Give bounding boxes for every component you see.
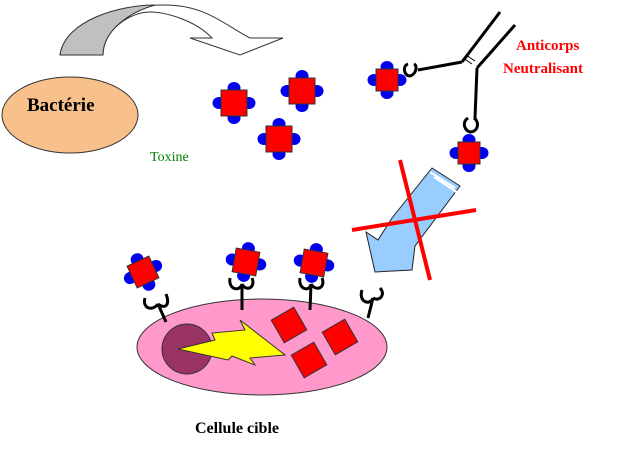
cell-receptors [142, 277, 384, 323]
toxin-molecule [293, 243, 335, 283]
toxin-molecule [212, 82, 256, 124]
bacteria-ellipse [1, 76, 139, 154]
free-toxins [212, 70, 324, 160]
receptor-bound-toxins [123, 242, 335, 291]
toxin-molecule [367, 61, 407, 99]
toxin-molecule [225, 242, 267, 282]
toxin-molecule [257, 118, 301, 160]
toxin-molecule [123, 253, 163, 291]
internalized-toxin [290, 341, 328, 379]
internalized-toxins [270, 306, 359, 379]
target-cell-label: Cellule cible [195, 420, 279, 437]
toxin-label: Toxine [150, 150, 189, 165]
antibody-bound-toxins [367, 61, 489, 172]
toxin-molecule [280, 70, 324, 112]
antibody-label-line2: Neutralisant [503, 61, 583, 77]
neutralizing-antibody [402, 11, 517, 134]
toxin-molecule [449, 134, 489, 172]
antibody-label-line1: Anticorps [516, 38, 580, 54]
curved-arrow [59, 4, 284, 56]
lightning-icon [177, 319, 287, 367]
internalized-toxin [321, 318, 359, 356]
internalized-toxin [270, 306, 308, 344]
bacteria-label: Bactérie [27, 95, 95, 116]
cross-mark [351, 159, 477, 281]
